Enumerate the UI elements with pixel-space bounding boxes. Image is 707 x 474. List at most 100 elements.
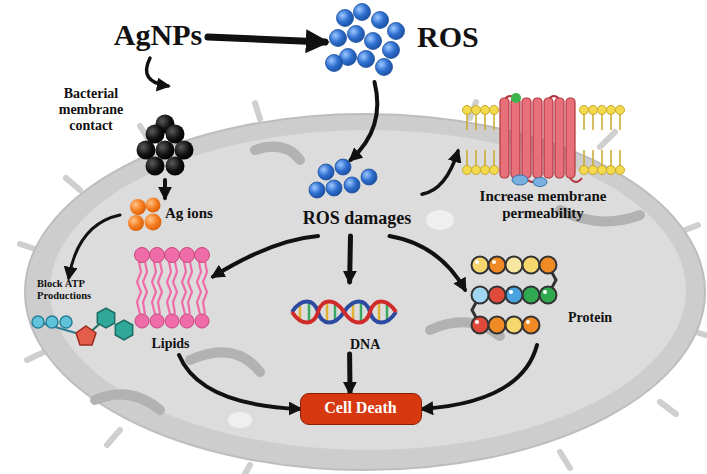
membrane-protein [555,98,564,178]
silver-nanoparticle-cluster [166,157,185,176]
protein-chain [472,257,557,334]
node-text: Ag ions [165,205,225,222]
protein-chain [472,287,489,304]
bacterial-cell [66,178,80,190]
lipid-bilayer [152,262,156,314]
bacterial-cell [27,352,44,360]
ros-damage-particles [309,182,325,198]
flow-arrow [69,215,120,278]
flow-arrow [422,151,458,194]
lipid-bilayer [135,314,149,328]
ros-damage: ROS damages [292,160,422,236]
ros-particles [383,42,400,59]
flow-arrow [351,82,378,160]
ros-damage-particles [318,164,334,180]
node-text: AgNPs [108,18,208,53]
ros-particles [337,10,354,27]
silver-ions [130,199,146,215]
lipid-bilayer [180,314,194,328]
lipid-bilayer [173,262,177,314]
dna-helix [292,302,396,323]
silver-nanoparticle-cluster [137,141,156,160]
flow-arrow [390,236,466,290]
protein-chain [475,320,479,324]
lipid-bilayer [195,314,209,328]
node-text: ROS damages [292,208,422,229]
lipid-bilayer [137,262,207,314]
protein-chain [540,287,557,304]
protein-chain [523,287,540,304]
silver-nanoparticle-cluster [175,141,194,160]
bacterial-cell [20,102,705,474]
atp-molecule [32,308,133,345]
atp-molecule [32,316,44,328]
node-text: Lipids [138,336,203,352]
protein-chain [526,320,530,324]
bacterial-cell [426,210,454,230]
ros-damage-particles [361,169,377,185]
ros-particles [354,4,371,21]
lipid-bilayer [165,248,180,263]
membrane-protein [511,98,520,178]
lipid-bilayer [135,248,210,329]
bacterial-cell [20,102,705,474]
lipid-bilayer [203,262,207,314]
membrane-protein [533,178,547,187]
bacterial-cell [95,147,640,410]
atp-block: Block ATP Productions [25,278,150,354]
bacterial-cell [95,394,160,410]
node-text: Protein [568,310,625,326]
membrane-protein [598,106,607,115]
membrane-protein [580,106,589,115]
protein-chain [506,317,523,334]
flow-arrow [347,236,353,282]
lipid-bilayer [197,262,201,314]
lipid-bilayer [143,262,147,314]
membrane-protein [566,98,575,178]
ros-particles [348,26,365,43]
protein-chain [489,287,506,304]
lipid-target: Lipids [128,243,213,355]
protein-chain [472,257,557,334]
bacterial-cell [600,132,615,147]
protein-chain [540,257,557,274]
ros-particles [376,59,393,76]
lipid-bilayer [135,248,150,263]
lipid-bilayer [137,262,141,314]
membrane-protein [544,98,553,178]
dna-helix [292,302,396,323]
dna-helix [292,300,396,324]
bacterial-cell [255,147,300,160]
ros-particles [365,33,382,50]
silver-ions [145,214,162,231]
atp-molecule [97,308,114,328]
protein-target: Protein [465,250,625,345]
membrane-protein [533,98,542,178]
protein-chain [523,317,540,334]
flow-arrow [208,37,325,42]
protein-chain [475,260,479,264]
membrane-effect: Increase membrane permeability [458,88,628,228]
protein-chain [492,260,496,264]
ros-damage-particles [326,180,342,196]
atp-molecule [60,316,72,328]
bacterial-cell [660,402,676,414]
node-text: ROS [417,20,475,55]
protein-chain [506,287,523,304]
ros-particles [326,55,343,72]
membrane-protein [463,166,472,175]
node-text: DNA [350,337,400,353]
lipid-bilayer [195,248,210,263]
flow-arrow [347,354,352,393]
flow-arrow [163,180,167,198]
membrane-protein [500,98,509,178]
silver-nanoparticle-cluster [166,125,185,144]
flow-arrow [147,58,168,86]
bacterial-cell [228,412,252,428]
ros-label: ROS [325,2,475,82]
membrane-protein [616,106,625,115]
atp-molecule [76,326,96,345]
flow-arrow [179,355,300,409]
atp-molecule [115,320,132,340]
